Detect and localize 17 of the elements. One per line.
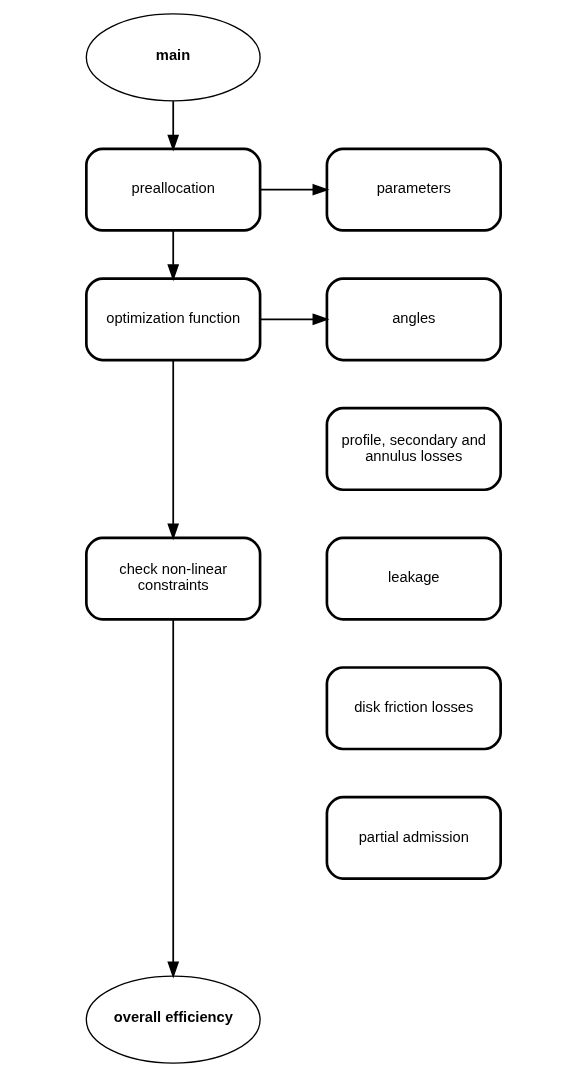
node-box: check non-linear constraints — [85, 536, 262, 621]
arrow — [259, 183, 330, 196]
node-box: preallocation — [85, 147, 262, 232]
arrow — [259, 313, 330, 326]
node-box: angles — [325, 277, 502, 362]
arrow — [167, 100, 180, 152]
arrow — [167, 618, 180, 979]
node-box: partial admission — [325, 795, 502, 880]
node-ellipse: main — [85, 13, 261, 102]
node-box: disk friction losses — [325, 666, 502, 751]
node-box: profile, secondary and annulus losses — [325, 406, 502, 492]
node-box: parameters — [325, 147, 502, 232]
arrow — [167, 359, 180, 541]
arrow — [167, 229, 180, 282]
node-box: optimization function — [85, 277, 262, 362]
node-box: leakage — [325, 536, 502, 621]
node-ellipse: overall efficiency — [85, 975, 261, 1064]
